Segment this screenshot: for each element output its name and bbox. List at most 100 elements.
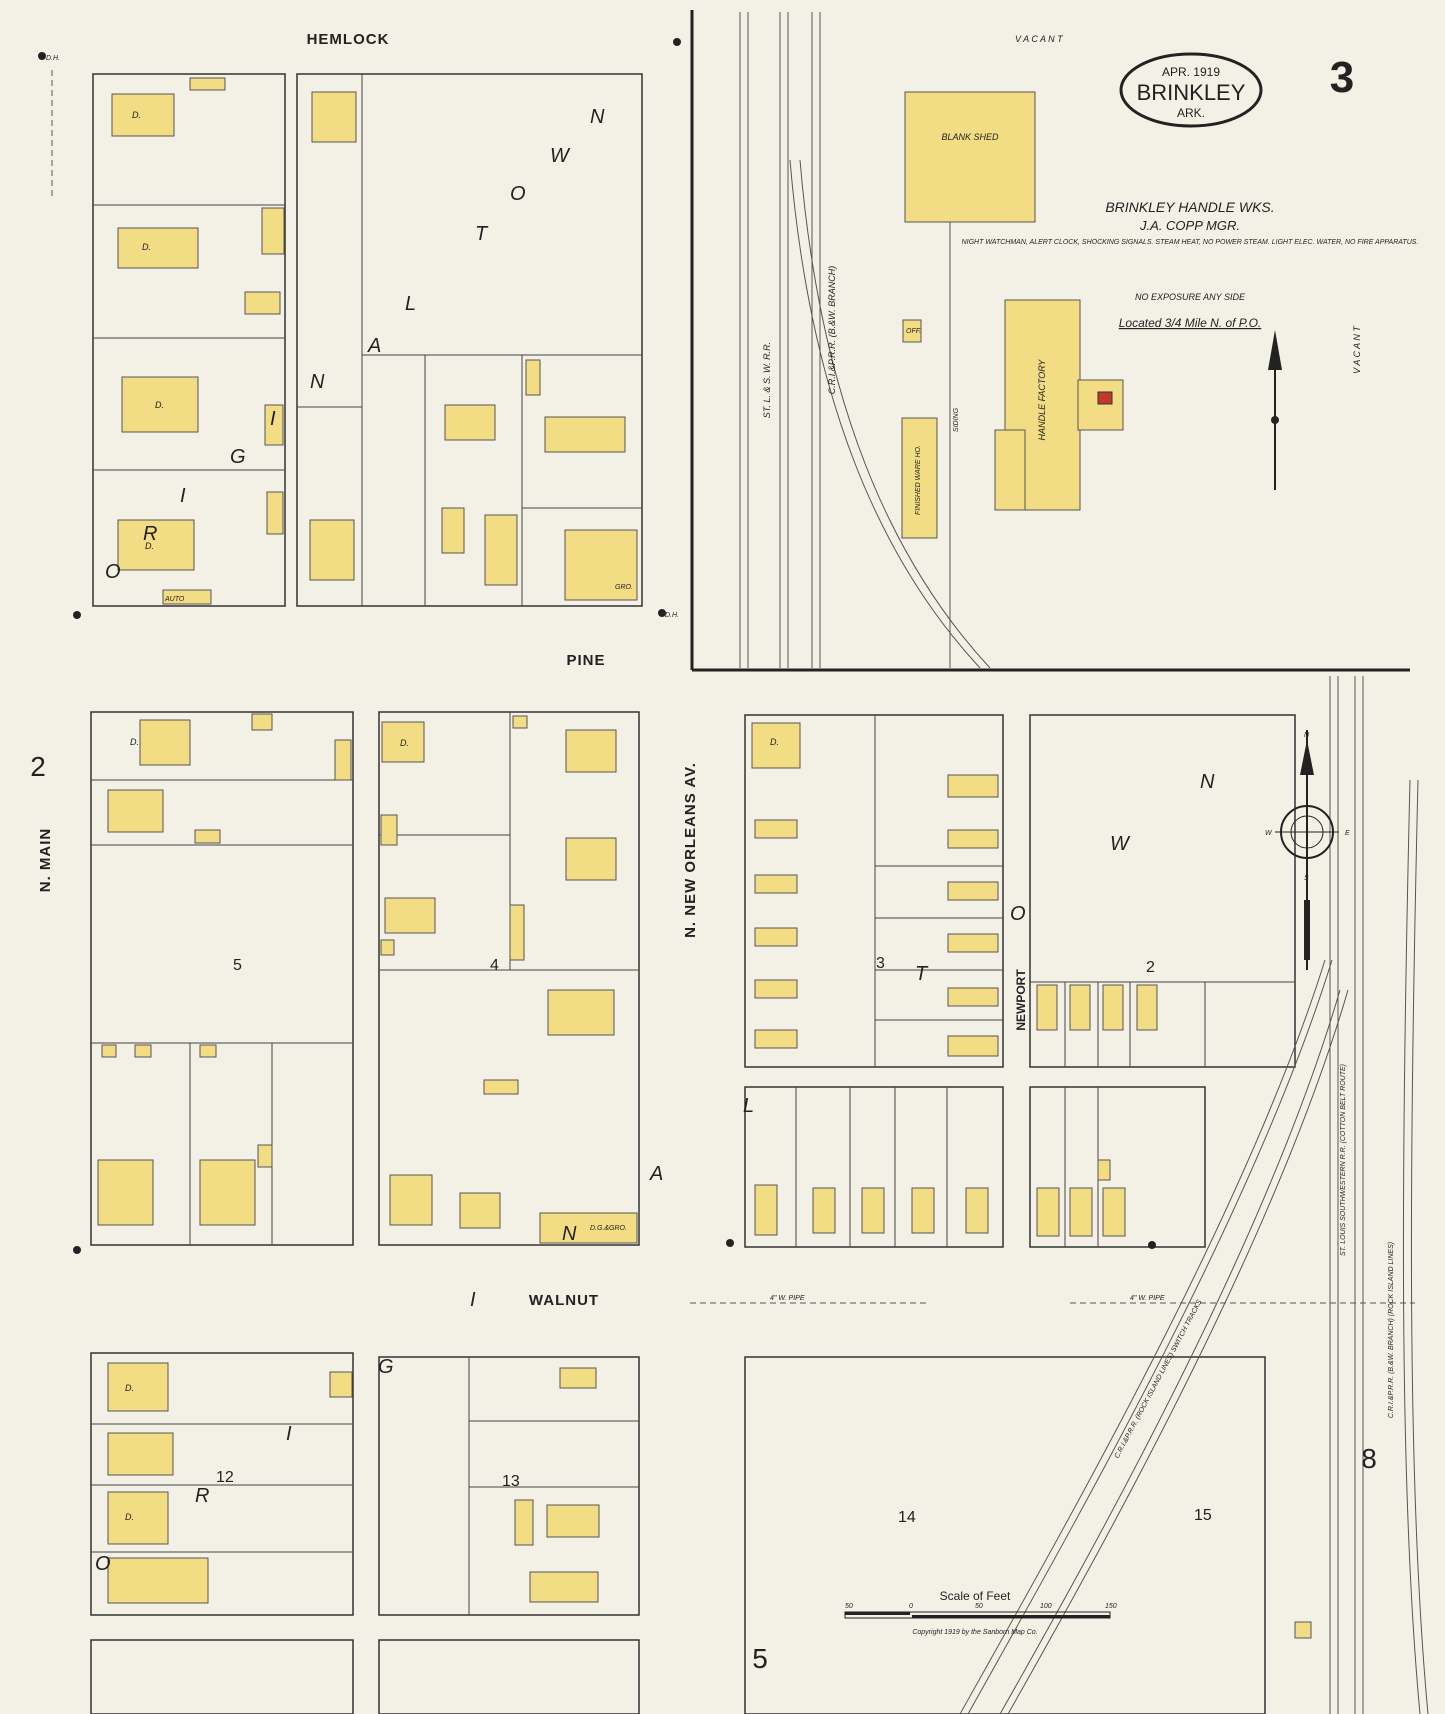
building [266,491,284,535]
addition-letter: O [510,183,526,205]
finished-warehouse-label: FINISHED WARE HO. [915,445,922,515]
building [257,1144,273,1168]
building [483,1079,519,1095]
building [309,519,355,581]
adjacent-sheet-right: 8 [1361,1443,1377,1474]
dwelling-label: D. [130,737,139,747]
building [117,227,199,269]
compass-rose: N W E S [1265,730,1350,970]
hydrant-label: D.H. [46,55,60,62]
building [199,1159,256,1226]
building [947,829,999,849]
street-n-new-orleans: N. NEW ORLEANS AV. [682,762,699,938]
building [512,715,528,729]
block-4 [378,711,640,1246]
finished-warehouse [901,417,938,539]
building [1102,1187,1126,1237]
building [812,1187,836,1234]
building [107,789,164,833]
rr-stl-sw-label: ST. L. & S. W. R.R. [762,342,772,418]
hydrant-label-2: D.H. [665,612,679,619]
grocery-label: GRO. [615,584,633,591]
building [264,404,284,446]
building [444,404,496,441]
block-upper-middle [296,73,643,607]
addition-letter: O [105,561,121,583]
building [139,719,191,766]
inset-handle-works: V A C A N T V A C A N T BRINKLEY HANDLE … [690,10,1418,672]
building [244,291,281,315]
building [911,1187,935,1234]
dwelling-label: D. [132,110,141,120]
building [441,507,465,554]
location-note: Located 3/4 Mile N. of P.O. [1119,316,1262,330]
scale-tick: 0 [909,1603,913,1610]
building [189,77,226,91]
addition-letter: I [470,1289,476,1311]
building [525,359,541,396]
building [994,429,1026,511]
street-n-main: N. MAIN [37,828,54,893]
scale-tick: 100 [1040,1603,1052,1610]
building [251,713,273,731]
dwelling-label: D. [125,1512,134,1522]
building [947,987,999,1007]
company-name: BRINKLEY HANDLE WKS. [1105,199,1274,215]
addition-letter: W [1110,833,1131,855]
addition-letter: W [550,145,571,167]
building [751,722,801,769]
block-number-14: 14 [898,1509,916,1526]
addition-letter: A [367,335,381,357]
building [754,979,798,999]
addition-letter: R [143,523,157,545]
dwelling-label: D. [142,242,151,252]
building [559,1367,597,1389]
addition-letter: I [286,1423,292,1445]
building [484,514,518,586]
building [384,897,436,934]
rr-crip-label-right: C.R.I.&P.R.R. (B.&W. BRANCH) (ROCK ISLAN… [1388,1242,1395,1418]
building [97,1159,154,1226]
addition-letter: N [1200,771,1215,793]
building [380,814,398,846]
scale-tick: 50 [975,1603,983,1610]
addition-letter: N [590,106,605,128]
inset-vacant-right: V A C A N T [1352,325,1362,374]
dwelling-label: D. [155,400,164,410]
building [117,519,195,571]
compass-n: N [1304,732,1310,739]
building [101,1044,117,1058]
building [947,1035,999,1057]
sheet-number: 3 [1330,53,1354,102]
addition-letter: R [195,1485,209,1507]
building [1036,984,1058,1031]
scale-title: Scale of Feet [940,1589,1011,1603]
block-number-4: 4 [490,957,499,974]
addition-letter: I [270,408,276,430]
building [134,1044,152,1058]
building [111,93,175,137]
block-2 [1029,714,1296,1068]
company-manager: J.A. COPP MGR. [1139,218,1240,233]
building [564,529,638,601]
building [1036,1187,1060,1237]
adjacent-sheet-bottom: 5 [752,1643,768,1674]
building [194,829,221,844]
scale-tick: 150 [1105,1603,1117,1610]
addition-letter: N [310,371,325,393]
block-12 [90,1352,354,1616]
addition-letter: T [915,963,929,985]
building [107,1362,169,1412]
block-number-12: 12 [216,1469,234,1486]
building [754,819,798,839]
handle-factory-label: HANDLE FACTORY [1037,359,1047,441]
addition-letter: G [230,446,246,468]
building [947,774,999,798]
block-number-15: 15 [1194,1507,1212,1524]
addition-letter: L [405,293,416,315]
building [539,1212,638,1244]
building [1102,984,1124,1031]
addition-letter: T [475,223,489,245]
block-number-13: 13 [502,1473,520,1490]
